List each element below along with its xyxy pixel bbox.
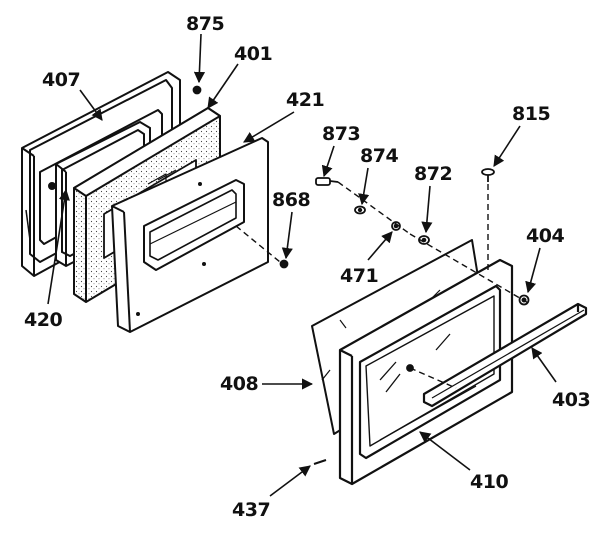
- leader-lines: [47, 33, 557, 497]
- label-410: 410: [470, 471, 508, 493]
- label-875: 875: [186, 13, 224, 35]
- label-868: 868: [272, 189, 310, 211]
- label-872: 872: [414, 163, 452, 185]
- part-403-handle: [422, 302, 588, 408]
- part-421-window-liner: [111, 137, 269, 333]
- label-437: 437: [232, 499, 270, 521]
- label-815: 815: [512, 103, 550, 125]
- assembly-lines: [235, 181, 531, 389]
- label-873: 873: [322, 123, 360, 145]
- label-874: 874: [360, 145, 398, 167]
- screw-868: [279, 259, 289, 269]
- label-471: 471: [340, 265, 378, 287]
- label-420: 420: [24, 309, 62, 331]
- label-403: 403: [552, 389, 590, 411]
- screw-873: [315, 177, 339, 186]
- screw-815: [481, 168, 495, 182]
- label-404: 404: [526, 225, 564, 247]
- label-421: 421: [286, 89, 324, 111]
- screw-875-head: [192, 85, 202, 95]
- label-408: 408: [220, 373, 258, 395]
- callout-labels: 875 401 407 421 873 874 815 872 868 404 …: [24, 13, 591, 521]
- clip-437: [313, 459, 327, 465]
- label-401: 401: [234, 43, 272, 65]
- part-410-outer-frame: [338, 258, 514, 486]
- label-407: 407: [42, 69, 80, 91]
